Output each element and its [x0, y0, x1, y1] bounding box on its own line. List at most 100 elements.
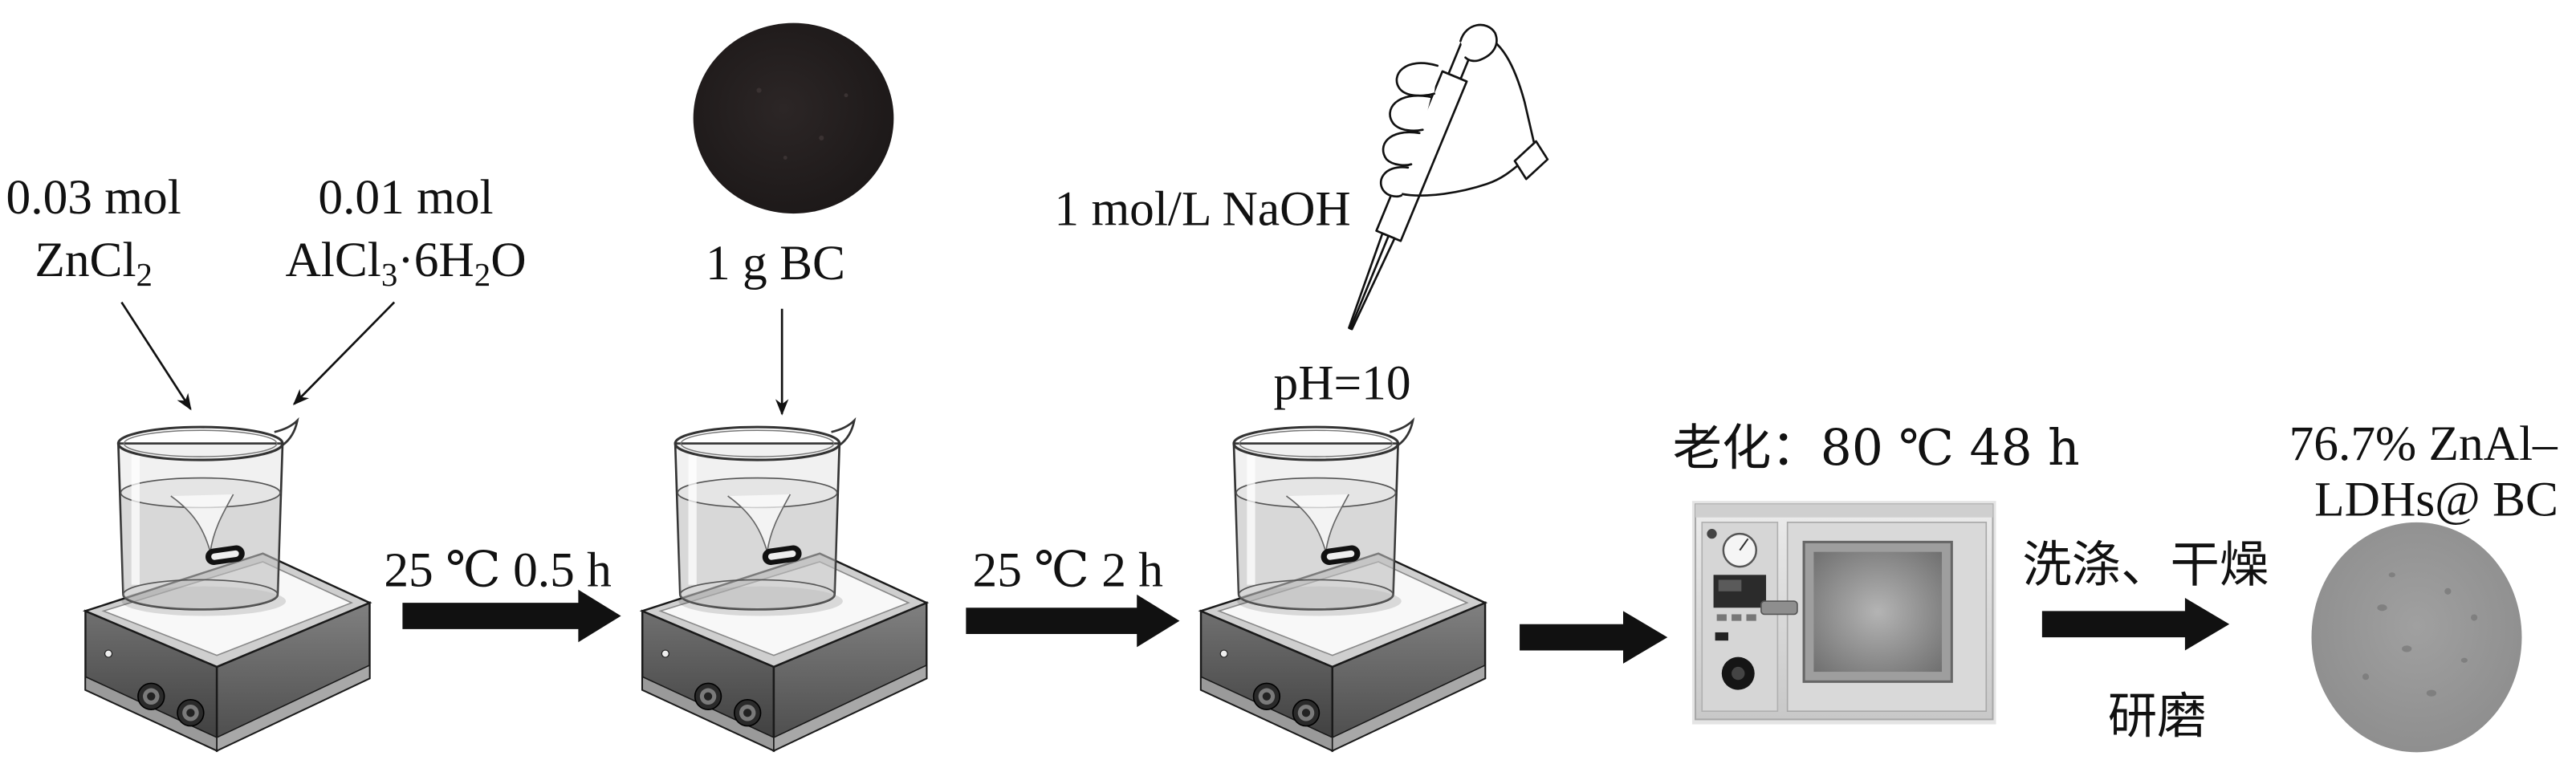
step-4-arrow [2041, 597, 2230, 651]
product-powder-disc [2311, 522, 2522, 753]
oven-button [1746, 614, 1756, 621]
reagent-alcl3-formula: AlCl3·6H2O [285, 233, 526, 293]
knob-center [147, 692, 156, 701]
bc-label: 1 g BC [706, 236, 845, 291]
oven-display-window [1718, 579, 1742, 591]
powder-grain [2460, 657, 2468, 663]
beaker-rim [1232, 425, 1400, 461]
stirrer-knob [137, 682, 165, 710]
formula-part: ZnCl [35, 233, 136, 287]
magnetic-stirrer [1198, 552, 1488, 753]
oven-switch [1715, 632, 1728, 641]
beaker [1232, 417, 1415, 616]
knob-center [703, 692, 713, 701]
step-1-arrow [402, 589, 621, 643]
beaker-spout [831, 417, 857, 446]
stirrer-knob [694, 682, 722, 710]
beaker-liquid [1236, 478, 1396, 610]
reagent-alcl3: 0.01 mol AlCl3·6H2O [285, 170, 526, 293]
stirrer-knob [177, 699, 205, 727]
step-3-arrow [1520, 611, 1668, 664]
powder-grain [2471, 614, 2478, 621]
stirrer-indicator-light [104, 649, 113, 658]
stirrer-assembly-1 [82, 417, 372, 753]
beaker-rim-inner [1239, 429, 1394, 457]
thumb [1459, 23, 1498, 63]
stirrer-indicator-light [661, 649, 669, 658]
beaker [674, 417, 857, 616]
pipette-tip-line [1349, 234, 1390, 330]
oven-logo-icon [1707, 529, 1717, 539]
beaker-spout [1390, 417, 1415, 446]
powder-grain [819, 135, 824, 141]
finger-4 [1380, 166, 1410, 198]
formula-part: O [490, 233, 526, 287]
stir-bar [205, 545, 245, 565]
powder-grain [756, 87, 762, 93]
stirrer-indicator-light [1219, 649, 1228, 658]
stirrer-base-strip-right [216, 664, 371, 752]
reagent-zncl2-amount: 0.03 mol [6, 170, 181, 225]
formula-subscript: 3 [381, 257, 397, 293]
beaker-spout [274, 417, 299, 446]
stir-bar-highlight [211, 550, 239, 560]
step-2-arrow [966, 594, 1180, 648]
knob-center [186, 709, 195, 717]
stirrer-base-strip-right [1331, 664, 1486, 752]
stirrer-assembly-2 [639, 417, 930, 753]
beaker-liquid [120, 478, 280, 610]
powder-grain [2388, 572, 2395, 578]
stir-bar [762, 545, 802, 565]
beaker-rim [116, 425, 284, 461]
pipette-hand-drawing [1348, 23, 1549, 331]
oven-door-handle [1760, 600, 1798, 616]
pipette-body [1375, 70, 1468, 242]
reagent-zncl2-formula: ZnCl2 [35, 233, 153, 293]
wrist-cuff [1513, 140, 1549, 181]
knob-center [1301, 709, 1311, 717]
knob-center [743, 709, 752, 717]
glass-highlight [1247, 453, 1255, 585]
formula-subscript: 2 [136, 257, 153, 293]
post-treatment-grind: 研磨 [2108, 688, 2207, 745]
naoh-label: 1 mol/L NaOH [1054, 181, 1350, 236]
post-treatment-wash-dry: 洗涤、干燥 [2022, 537, 2269, 594]
oven-top-edge [1695, 504, 1993, 518]
beaker-bottom [1238, 579, 1394, 611]
stirrer-assembly-3 [1198, 417, 1488, 753]
powder-grain [2426, 689, 2437, 697]
glass-highlight [688, 453, 697, 585]
powder-grain [2377, 604, 2387, 612]
stirrer-knob [1252, 682, 1281, 710]
formula-part: ·6H [397, 233, 474, 287]
beaker-bottom [122, 579, 279, 611]
bc-powder-disc [693, 22, 894, 214]
step-1-condition: 25 ℃ 0.5 h [384, 543, 611, 598]
aging-condition: 老化：80 ℃ 48 h [1673, 420, 2080, 477]
beaker-bottom [679, 579, 836, 611]
beaker-rim-inner [123, 429, 278, 457]
oven-window-glass [1813, 551, 1943, 673]
beaker-liquid [678, 478, 837, 610]
powder-grain [2362, 673, 2370, 681]
beaker-rim-inner [680, 429, 835, 457]
stirrer-knob [1292, 699, 1321, 727]
reagent-zncl2: 0.03 mol ZnCl2 [6, 170, 181, 293]
stir-bar-highlight [767, 550, 796, 560]
powder-grain [2444, 587, 2452, 595]
formula-subscript: 2 [474, 257, 490, 293]
beaker [116, 417, 299, 616]
stir-bar-highlight [1326, 550, 1355, 560]
hand-palm [1400, 161, 1523, 197]
reagent-alcl3-amount: 0.01 mol [318, 170, 493, 225]
drying-oven-photo [1691, 501, 1996, 725]
step-2-condition: 25 ℃ 2 h [973, 543, 1163, 598]
powder-grain [2402, 645, 2412, 652]
knob-center [1262, 692, 1272, 701]
product-label-line-1: 76.7% ZnAl– [2289, 417, 2558, 471]
oven-button [1716, 614, 1727, 621]
product-powder [2311, 522, 2522, 753]
formula-part: AlCl [285, 233, 380, 287]
ph-label: pH=10 [1274, 356, 1411, 410]
